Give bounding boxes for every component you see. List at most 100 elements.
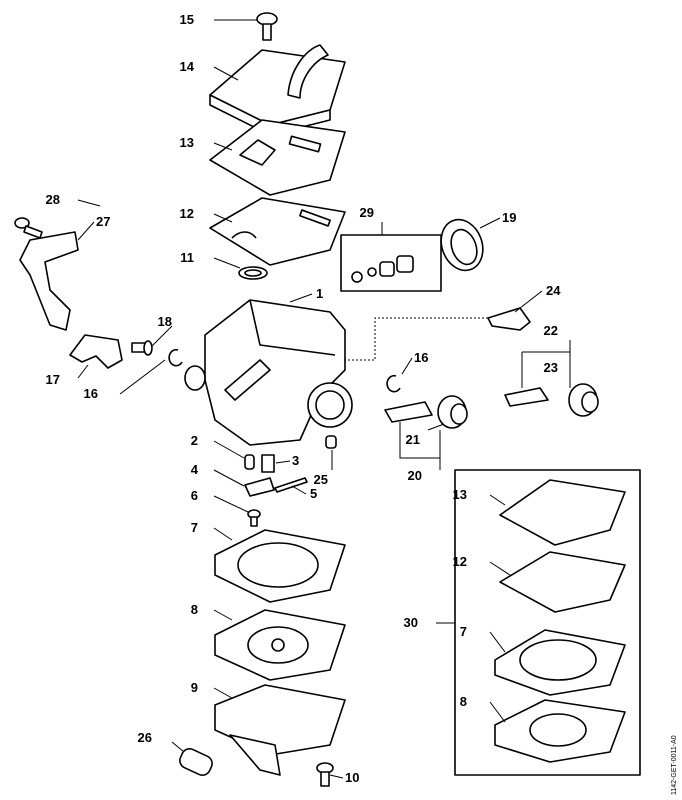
part-screw-10 [316, 762, 334, 787]
part-label-8: 8 [191, 602, 198, 617]
part-label-10: 10 [345, 770, 359, 785]
leader-line-11 [213, 257, 241, 269]
leader-line-2 [213, 440, 245, 459]
dashed-link-24 [345, 317, 488, 361]
part-jet-20 [384, 401, 433, 423]
part-label-22: 22 [544, 323, 558, 338]
part-label-12: 12 [180, 206, 194, 221]
part-gasket-7 [214, 529, 346, 603]
part-housing-23 [568, 383, 599, 417]
part-label-12: 12 [453, 554, 467, 569]
part-spindle-5 [274, 477, 308, 493]
part-clip-16-left [168, 348, 183, 367]
part-lever-17 [69, 334, 123, 369]
part-label-8: 8 [460, 694, 467, 709]
leader-line-8 [213, 609, 233, 621]
leader-line-18 [151, 325, 173, 347]
leader-line-28 [77, 199, 101, 207]
leader-line-26 [171, 741, 185, 753]
leader-line-4 [213, 469, 245, 487]
part-clip-16-right [386, 374, 401, 393]
part-gasket-13 [209, 119, 346, 196]
leader-line-27 [77, 221, 95, 241]
leader-line-8 [489, 701, 506, 723]
part-label-30: 30 [404, 615, 418, 630]
part-label-25: 25 [314, 472, 328, 487]
leader-line-21 [427, 423, 445, 431]
part-housing-21 [437, 395, 468, 429]
part-label-15: 15 [180, 12, 194, 27]
part-screw-28 [14, 217, 43, 239]
leader-line-7 [213, 527, 233, 541]
part-cover-9 [214, 684, 346, 776]
part-label-5: 5 [310, 486, 317, 501]
group-bracket [399, 422, 441, 459]
part-label-23: 23 [544, 360, 558, 375]
leader-line-16 [119, 359, 166, 395]
part-label-13: 13 [453, 487, 467, 502]
part-label-21: 21 [406, 432, 420, 447]
part-spring-3 [261, 454, 275, 473]
leader-line-9 [213, 687, 233, 699]
parts-drawings [14, 12, 641, 787]
drawing-code: 1142-GET-0011-A0 [671, 735, 678, 795]
part-needle-2 [244, 454, 255, 470]
leader-line-10 [329, 774, 344, 779]
part-plug-25 [325, 435, 337, 449]
leader-line-6 [213, 495, 249, 513]
part-screw-6 [247, 509, 261, 527]
leader-line-1 [289, 293, 313, 303]
part-screw-18 [131, 340, 153, 356]
part-label-6: 6 [191, 488, 198, 503]
leader-line-13 [489, 494, 506, 506]
part-label-19: 19 [502, 210, 516, 225]
part-lever-4 [244, 477, 275, 497]
part-label-29: 29 [360, 205, 374, 220]
part-label-18: 18 [158, 314, 172, 329]
part-screen-11 [238, 266, 268, 280]
part-cap-19 [440, 218, 484, 272]
part-label-27: 27 [96, 214, 110, 229]
part-label-7: 7 [191, 520, 198, 535]
part-diaphragm-8 [214, 609, 346, 681]
part-label-17: 17 [46, 372, 60, 387]
leader-line-19 [479, 217, 501, 229]
leader-line-24 [514, 290, 543, 313]
leader-line-5 [291, 485, 307, 495]
part-carburetor-body-1 [184, 299, 353, 446]
leader-line-16 [401, 357, 413, 375]
part-jet-22 [504, 387, 549, 407]
part-label-20: 20 [408, 468, 422, 483]
part-label-2: 2 [191, 433, 198, 448]
leader-line-12 [489, 561, 511, 576]
part-diaphragm-12 [209, 197, 346, 266]
leader-line-14 [213, 66, 239, 81]
part-screw-15 [256, 12, 278, 41]
part-lever-27 [19, 231, 79, 331]
leader-lines [77, 19, 571, 779]
part-label-13: 13 [180, 135, 194, 150]
leader-line-17 [77, 364, 89, 379]
part-label-16: 16 [414, 350, 428, 365]
part-label-28: 28 [46, 192, 60, 207]
part-label-24: 24 [546, 283, 561, 298]
leader-line-12 [213, 213, 233, 223]
part-label-9: 9 [191, 680, 198, 695]
part-gasket-26 [179, 748, 213, 776]
part-label-1: 1 [316, 286, 323, 301]
part-label-11: 11 [180, 250, 194, 265]
part-label-7: 7 [460, 624, 467, 639]
part-label-26: 26 [138, 730, 152, 745]
leader-line-7 [489, 631, 506, 653]
part-label-16: 16 [84, 386, 98, 401]
part-valve-24 [487, 307, 531, 331]
part-label-14: 14 [180, 59, 195, 74]
part-kit-30 [454, 469, 641, 776]
leader-line-3 [275, 460, 291, 464]
part-label-3: 3 [292, 453, 299, 468]
part-kit-29 [340, 234, 442, 292]
leader-line-13 [213, 142, 233, 151]
part-label-4: 4 [191, 462, 199, 477]
